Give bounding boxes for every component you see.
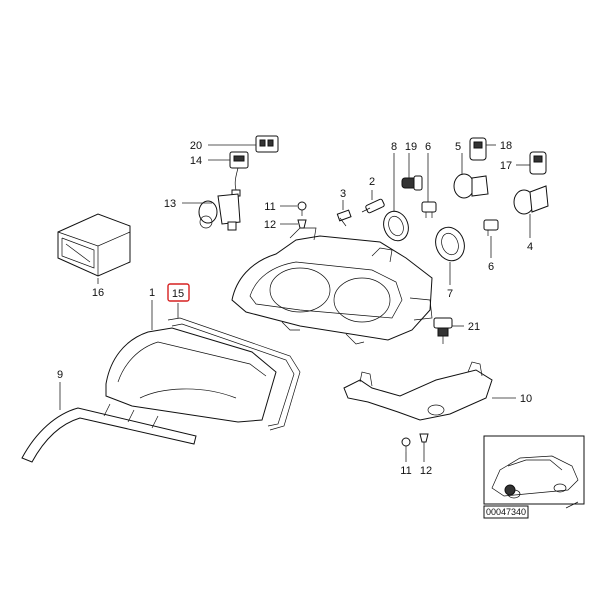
part-3-bolt [336, 209, 352, 227]
part-18-socket [469, 137, 487, 161]
part-5-holder [453, 173, 489, 199]
callout-9: 9 [57, 369, 63, 381]
callout-6-lower: 6 [488, 261, 494, 273]
callout-14: 14 [190, 155, 202, 167]
callout-6-upper: 6 [425, 141, 431, 153]
callout-12-upper: 12 [264, 219, 276, 231]
headlight-housing [231, 227, 433, 345]
part-13-bulb [198, 193, 241, 231]
callout-8: 8 [391, 141, 397, 153]
callout-21: 21 [468, 321, 480, 333]
part-1-lens [105, 327, 277, 423]
reference-code: 00047340 [486, 507, 526, 517]
reference-code-box [483, 505, 529, 519]
callout-19: 19 [405, 141, 417, 153]
vehicle-locator-thumbnail [483, 435, 585, 509]
part-9-trim [21, 403, 197, 463]
callout-4: 4 [527, 241, 533, 253]
part-6-bulb-upper [421, 201, 437, 218]
callout-2: 2 [369, 176, 375, 188]
callout-7: 7 [447, 288, 453, 300]
callout-20: 20 [190, 140, 202, 152]
part-10-bracket [343, 361, 493, 421]
part-15-gasket [167, 317, 301, 431]
part-11-screw-lower [401, 437, 411, 452]
callout-10: 10 [520, 393, 532, 405]
part-2-adjuster [361, 198, 385, 214]
part-11-screw-upper [297, 201, 307, 216]
callout-13: 13 [164, 198, 176, 210]
callout-11-lower: 11 [400, 465, 411, 477]
part-4-holder [513, 185, 549, 215]
highlight-box-15 [167, 283, 190, 302]
callout-1: 1 [149, 287, 155, 299]
part-21-clip [433, 317, 453, 344]
callout-16: 16 [92, 287, 104, 299]
part-14-plug [229, 151, 249, 197]
callout-18: 18 [500, 140, 512, 152]
callout-3: 3 [340, 188, 346, 200]
part-8-cap [383, 210, 409, 242]
part-16-box [57, 213, 131, 277]
part-19-bulb [401, 175, 423, 191]
callout-12-lower: 12 [420, 465, 432, 477]
callout-11-upper: 11 [264, 201, 275, 213]
part-17-socket [529, 151, 547, 175]
callout-5: 5 [455, 141, 461, 153]
part-20-connector [255, 135, 279, 153]
location-marker-icon [504, 484, 516, 496]
part-12-clip-lower [419, 433, 429, 443]
callout-15: 15 [172, 288, 184, 300]
callout-17: 17 [500, 160, 512, 172]
part-6-bulb-lower [483, 219, 499, 236]
part-7-cap [435, 226, 465, 262]
part-12-clip-upper [297, 219, 307, 229]
